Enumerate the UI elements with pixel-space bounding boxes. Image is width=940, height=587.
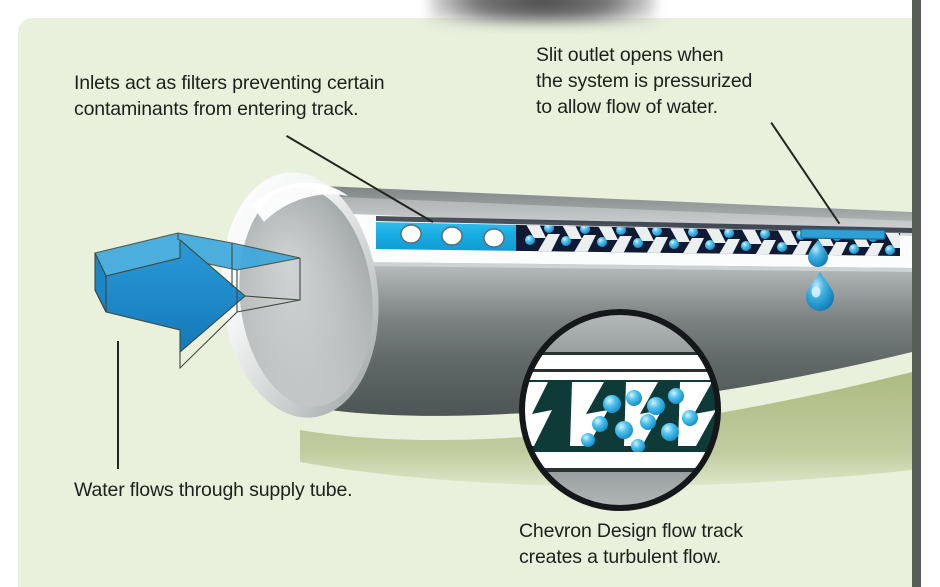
chevron-detail-inset — [519, 309, 721, 511]
inset-top-line — [522, 352, 718, 355]
caption-inlets: Inlets act as filters preventing certain… — [74, 72, 385, 120]
caption-water-supply: Water flows through supply tube. — [74, 479, 353, 501]
flow-arrow-shaft — [105, 238, 246, 354]
caption-slit-outlet: Slit outlet opens when the system is pre… — [536, 44, 753, 118]
slit-outlet — [800, 228, 886, 240]
inset-white-upper2 — [522, 372, 718, 380]
pipe-ground-shadow — [300, 372, 912, 487]
inset-bot-line — [522, 468, 718, 472]
inlet-hole — [483, 228, 505, 248]
scan-smudge-artifact — [430, 0, 655, 22]
inset-mid-line — [522, 369, 718, 372]
pipe-rim-highlight — [252, 182, 348, 222]
flow-arrow — [94, 232, 301, 370]
inlet-holes — [400, 224, 505, 248]
inlet-hole — [441, 226, 463, 246]
pipe-bore-glint — [239, 187, 373, 407]
page-right-margin — [921, 0, 940, 587]
pipe-cutaway-shelf-edge — [352, 262, 912, 272]
inset-ring-stroke — [519, 309, 721, 511]
artwork-clip-group — [94, 172, 912, 511]
inset-white-lower — [522, 452, 718, 468]
track-top-lip — [376, 216, 912, 233]
flow-arrow-wireframe — [94, 233, 301, 370]
inlet-hole — [400, 224, 422, 244]
caption-chevron-track: Chevron Design flow track creates a turb… — [519, 520, 743, 568]
inset-bubbles — [581, 388, 698, 453]
page-gutter-bar — [912, 0, 921, 587]
leader-line-water-supply — [117, 341, 119, 469]
falling-droplet-highlight — [811, 286, 821, 298]
inset-white-upper — [522, 355, 718, 369]
forming-droplet — [808, 240, 828, 267]
